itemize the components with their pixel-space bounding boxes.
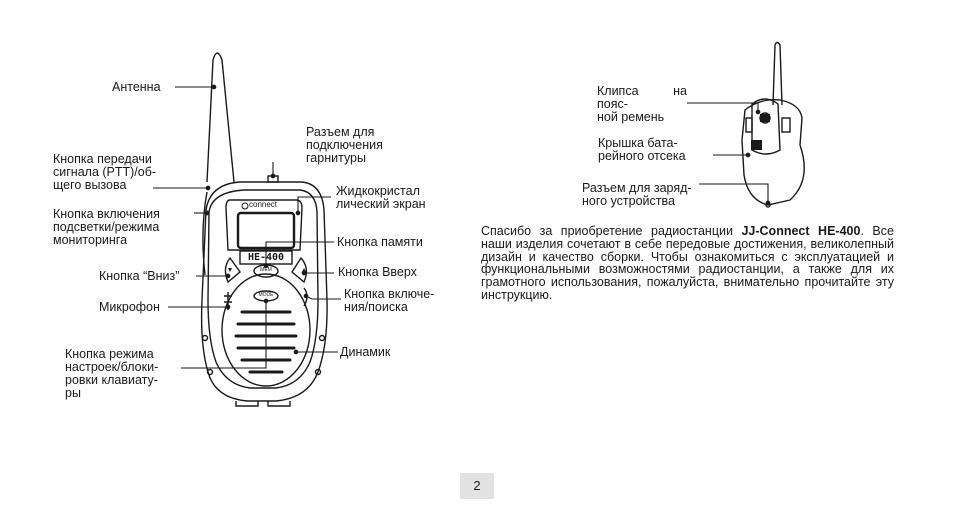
label-headset-jack: Разъем для подключения гарнитуры [306,125,383,165]
belt-clip-shape [751,98,781,155]
product-name: JJ-Connect HE-400 [741,224,861,238]
mem-button-label: MEM [260,267,272,273]
up-button-shape [291,256,308,284]
label-backlight-button: Кнопка включения подсветки/режима монито… [53,207,160,247]
label-battery-cover: Крышка бата- рейного отсека [598,136,686,163]
antenna-shape [206,52,235,183]
label-belt-clip: Клипса на пояс- ной ремень [597,84,687,124]
mode-button-label: MODE [258,292,274,298]
brand-logo: connect [249,200,278,209]
label-power-button: Кнопка включе- ния/поиска [344,287,435,314]
label-antenna: Антенна [112,80,161,94]
label-memory-button: Кнопка памяти [337,235,423,249]
radio-body [200,181,328,402]
model-plate-text: HE-400 [247,252,285,263]
label-speaker: Динамик [340,345,391,359]
label-mode-button: Кнопка режима настроек/блоки- ровки клав… [65,347,159,400]
label-lcd-screen: Жидкокристал лический экран [336,184,426,211]
label-charger-jack: Разъем для заряд- ного устройства [582,181,692,208]
label-microphone: Микрофон [99,300,160,314]
speaker-shape [221,273,311,387]
label-ptt-button: Кнопка передачи сигнала (PTT)/об- щего в… [53,152,157,192]
label-down-button: Кнопка “Вниз” [99,269,180,283]
page-number: 2 [460,473,494,499]
radio-back-illustration [741,41,805,208]
intro-paragraph: Спасибо за приобретение радиостанции JJ-… [481,224,894,302]
down-button-shape [224,256,241,284]
label-up-button: Кнопка Вверх [338,265,417,279]
